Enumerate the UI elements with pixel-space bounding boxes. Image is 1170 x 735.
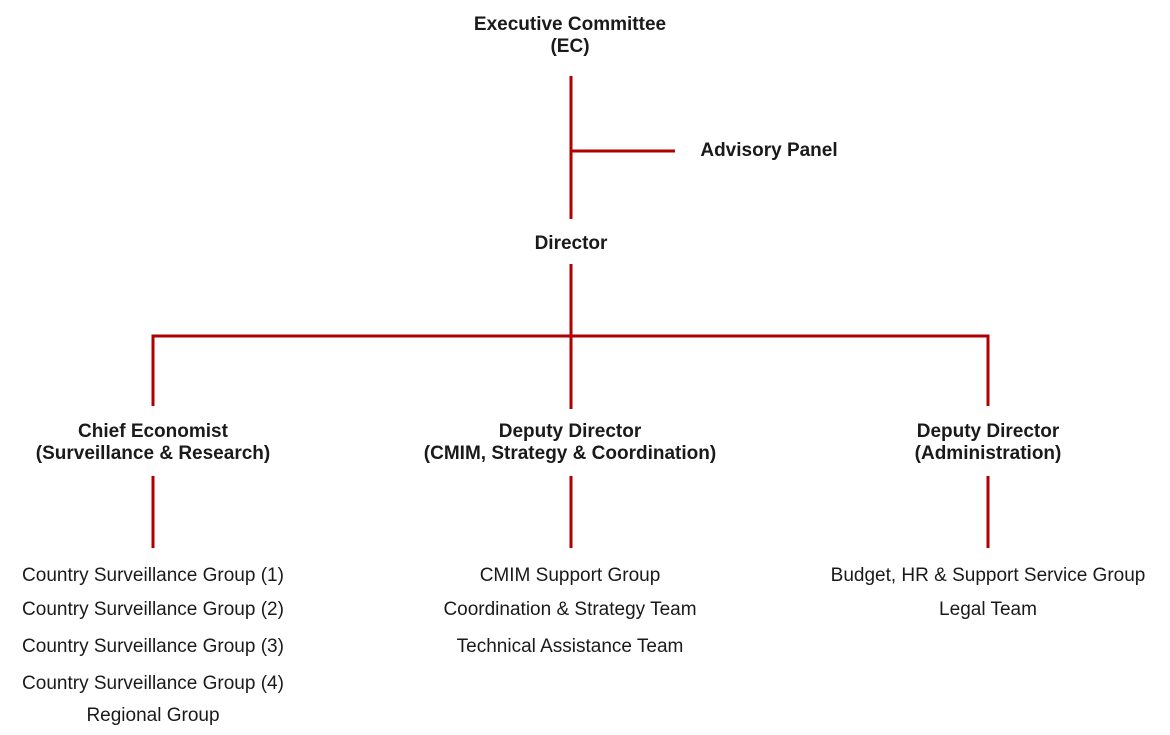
list-item: Country Surveillance Group (1) xyxy=(22,565,284,586)
chief-economist-subtitle: (Surveillance & Research) xyxy=(35,443,271,464)
list-item: Budget, HR & Support Service Group xyxy=(830,565,1146,586)
director-label: Director xyxy=(534,233,608,254)
list-item: Regional Group xyxy=(86,705,220,726)
executive-committee-node: Executive Committee (EC) xyxy=(474,14,666,58)
deputy-director-admin-subtitle: (Administration) xyxy=(914,443,1062,464)
list-item: Coordination & Strategy Team xyxy=(443,599,697,620)
list-item: Country Surveillance Group (2) xyxy=(22,599,284,620)
deputy-director-cmim-node: Deputy Director (CMIM, Strategy & Coordi… xyxy=(424,421,716,465)
list-item: Legal Team xyxy=(939,599,1037,620)
chief-economist-title: Chief Economist xyxy=(78,421,228,442)
deputy-director-admin-node: Deputy Director (Administration) xyxy=(915,421,1062,465)
list-item: Country Surveillance Group (3) xyxy=(22,636,284,657)
list-item: Country Surveillance Group (4) xyxy=(22,673,284,694)
list-item: CMIM Support Group xyxy=(479,565,661,586)
advisory-panel-node: Advisory Panel xyxy=(700,140,837,162)
chief-economist-node: Chief Economist (Surveillance & Research… xyxy=(36,421,270,465)
executive-committee-abbr: (EC) xyxy=(550,36,590,57)
branch-bus-connector xyxy=(151,334,990,406)
advisory-panel-label: Advisory Panel xyxy=(700,140,838,161)
director-node: Director xyxy=(535,233,608,255)
deputy-director-admin-title: Deputy Director xyxy=(916,421,1060,442)
deputy-director-cmim-title: Deputy Director xyxy=(498,421,642,442)
list-item: Technical Assistance Team xyxy=(456,636,684,657)
executive-committee-title: Executive Committee xyxy=(473,14,667,35)
deputy-director-cmim-subtitle: (CMIM, Strategy & Coordination) xyxy=(423,443,717,464)
